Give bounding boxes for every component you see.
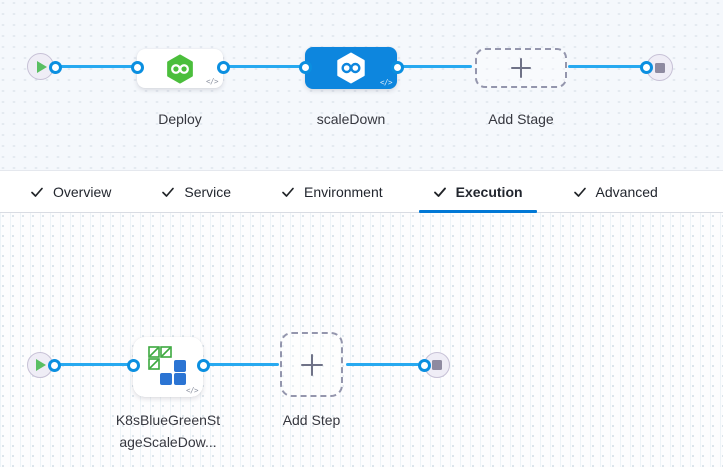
stage-label-scaledown[interactable]: scaleDown: [316, 111, 386, 127]
stop-icon: [654, 62, 665, 73]
check-icon: [573, 185, 587, 199]
start-out-port: [49, 61, 62, 74]
tab-label: Service: [184, 183, 232, 200]
step-label-line1: K8sBlueGreenSt: [115, 412, 221, 428]
tab-label: Execution: [455, 183, 523, 200]
stop-icon: [432, 360, 442, 370]
plus-icon: [300, 353, 323, 376]
tab-label: Advanced: [595, 183, 658, 200]
tab-overview[interactable]: Overview: [16, 171, 125, 212]
steps-end-node: [424, 352, 450, 378]
play-icon: [36, 359, 46, 371]
code-icon: </>: [205, 77, 219, 86]
step-label-addstep[interactable]: Add Step: [282, 412, 341, 428]
deploy-out-port: [217, 61, 230, 74]
tab-label: Environment: [304, 183, 383, 200]
scaledown-out-port: [391, 61, 404, 74]
execution-step-graph: </> K8sBlueGreenSt ageScaleDow... Add St…: [0, 213, 723, 474]
steps-end-in-port: [418, 359, 431, 372]
check-icon: [281, 185, 295, 199]
code-icon: </>: [185, 386, 199, 395]
check-icon: [161, 185, 175, 199]
bottom-strip: [0, 467, 723, 474]
edge-addstep-end: [346, 363, 419, 366]
tab-advanced[interactable]: Advanced: [559, 171, 672, 212]
stage-graph-section: </> </> Deploy scaleDown: [0, 0, 723, 170]
plus-icon: [511, 58, 531, 78]
step-label-k8sbluegreen[interactable]: K8sBlueGreenSt ageScaleDow...: [111, 410, 225, 453]
add-step-button[interactable]: [280, 332, 343, 397]
k8sstep-out-port: [197, 359, 210, 372]
stage-config-tabs: Overview Service Environment Execution A…: [0, 170, 723, 213]
edge-addstage-end: [568, 65, 642, 68]
edge-deploy-scaledown: [228, 65, 301, 68]
stage-node-scaledown[interactable]: </>: [305, 47, 397, 89]
stage-label-addstage[interactable]: Add Stage: [488, 111, 554, 127]
step-label-line2: ageScaleDow...: [119, 433, 217, 450]
end-in-port: [640, 61, 653, 74]
cd-hexagon-icon: [335, 52, 367, 84]
deploy-in-port: [131, 61, 144, 74]
edge-start-k8sstep: [57, 363, 133, 366]
step-node-k8sbluegreen[interactable]: </>: [133, 337, 203, 397]
tab-environment[interactable]: Environment: [267, 171, 397, 212]
check-icon: [30, 185, 44, 199]
tab-label: Overview: [53, 183, 112, 200]
code-icon: </>: [379, 78, 393, 87]
play-icon: [36, 60, 47, 73]
k8sstep-in-port: [127, 359, 140, 372]
k8s-bluegreen-icon: [148, 346, 188, 388]
edge-start-deploy: [58, 65, 134, 68]
edge-scaledown-addstage: [402, 65, 472, 68]
check-icon: [433, 185, 447, 199]
add-stage-button[interactable]: [475, 48, 567, 88]
cd-hexagon-icon: [165, 54, 195, 84]
scaledown-in-port: [299, 61, 312, 74]
stage-node-deploy[interactable]: </>: [137, 49, 223, 88]
tab-service[interactable]: Service: [147, 171, 245, 212]
edge-k8sstep-addstep: [208, 363, 279, 366]
steps-start-out-port: [48, 359, 61, 372]
tab-execution[interactable]: Execution: [418, 171, 537, 213]
stage-label-deploy[interactable]: Deploy: [158, 111, 202, 127]
